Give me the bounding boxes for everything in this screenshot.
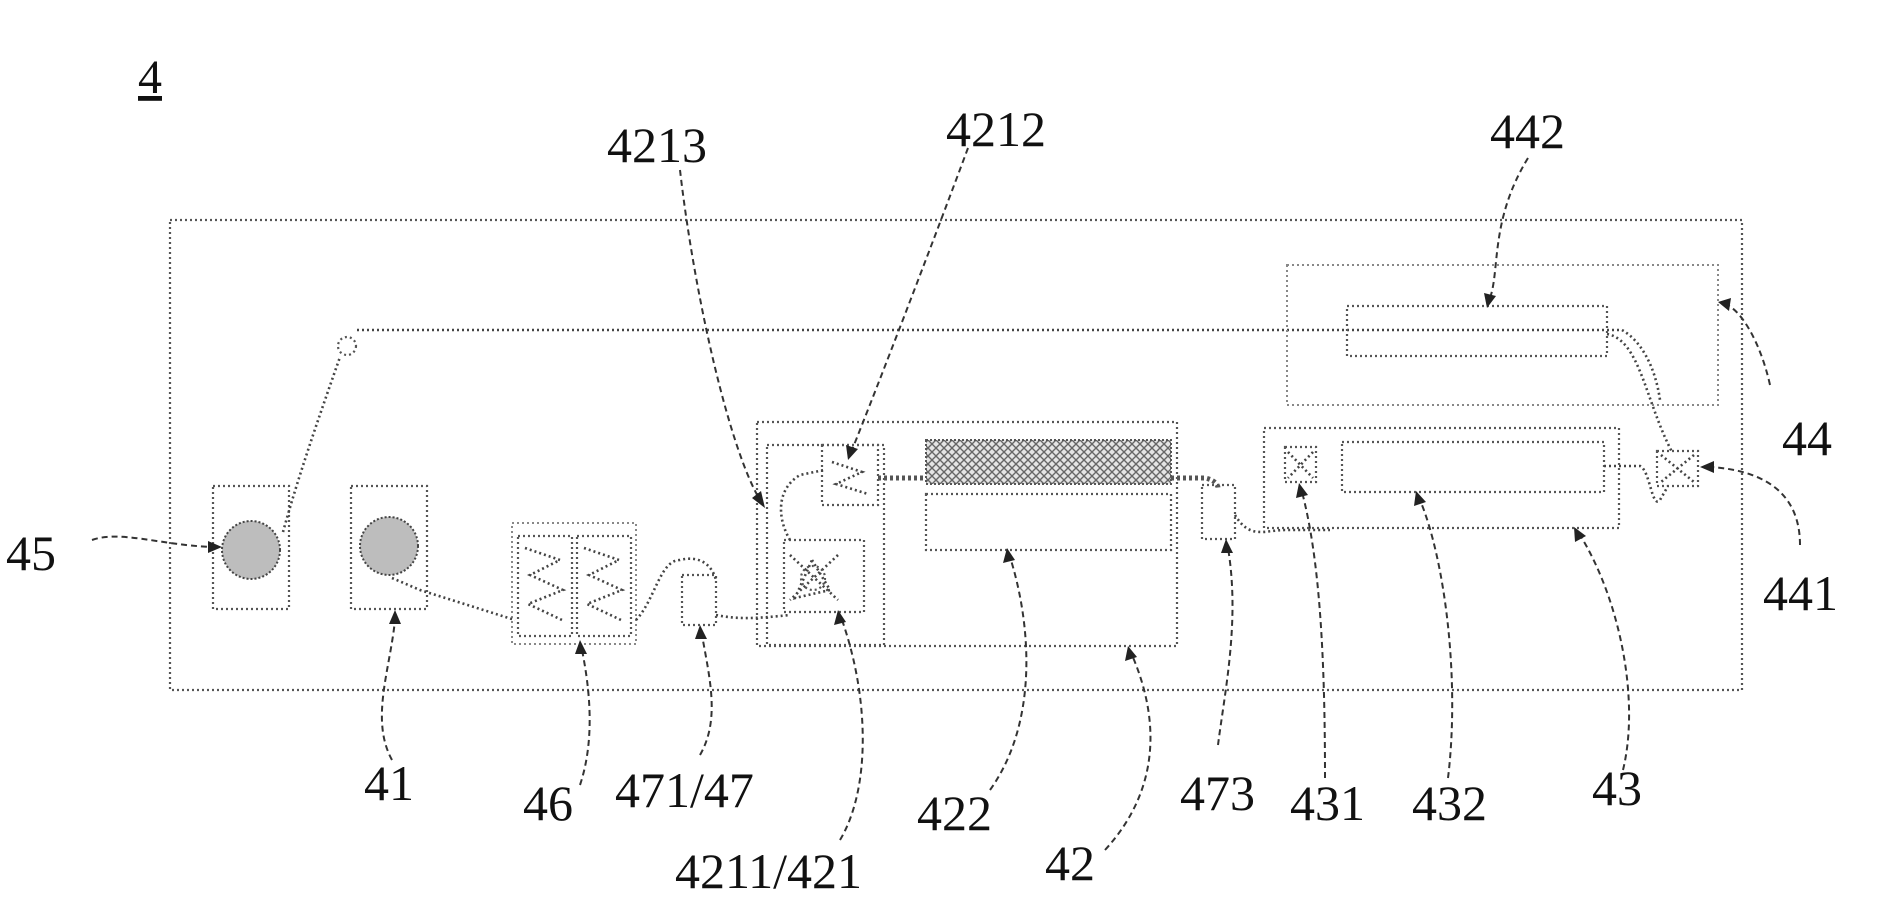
arrowhead-45 — [208, 541, 222, 553]
wire-473-43 — [1235, 515, 1330, 532]
wire-432-441 — [1604, 466, 1668, 502]
leader-42 — [1105, 655, 1150, 850]
arrowhead-41 — [389, 610, 401, 624]
wire-442-441 — [1607, 334, 1672, 452]
leader-431 — [1302, 492, 1325, 778]
component-473 — [1202, 485, 1235, 539]
wire-471-4211 — [716, 615, 790, 618]
label-473: 473 — [1180, 765, 1255, 821]
component-45-circle — [222, 521, 280, 579]
component-45 — [213, 486, 289, 609]
component-46 — [512, 523, 636, 644]
leader-44 — [1727, 305, 1770, 385]
component-46-left-cell — [518, 536, 572, 636]
label-43: 43 — [1592, 760, 1642, 816]
label-41: 41 — [364, 755, 414, 811]
component-41-circle — [360, 517, 418, 575]
component-46-right-coil — [584, 548, 622, 620]
component-46-right-cell — [577, 536, 631, 636]
arrowhead-431 — [1296, 483, 1308, 498]
component-43-frame — [1264, 428, 1619, 528]
label-42: 42 — [1045, 835, 1095, 891]
label-4211-421: 4211/421 — [675, 843, 862, 898]
label-441: 441 — [1763, 565, 1838, 621]
component-4212-coil — [832, 462, 868, 494]
arrowhead-442 — [1484, 293, 1496, 308]
leader-45 — [92, 537, 212, 547]
component-441-cross — [1661, 455, 1694, 482]
label-471-47: 471/47 — [615, 762, 754, 818]
leader-43 — [1580, 535, 1629, 770]
arrowhead-422 — [1003, 548, 1015, 563]
leader-442 — [1490, 158, 1528, 298]
arrowhead-43 — [1574, 527, 1586, 542]
label-44: 44 — [1782, 410, 1832, 466]
wire-top-loop — [357, 330, 1660, 400]
arrowhead-471 — [695, 625, 707, 639]
arrowhead-473 — [1221, 539, 1233, 553]
figure-number: 4 — [138, 51, 162, 104]
component-43 — [1264, 428, 1619, 528]
component-471 — [682, 575, 716, 625]
label-431: 431 — [1290, 775, 1365, 831]
label-422: 422 — [917, 785, 992, 841]
leader-441 — [1710, 467, 1800, 545]
arrowhead-432 — [1414, 491, 1426, 506]
wire-45-up — [283, 357, 340, 532]
arrowhead-46 — [575, 640, 587, 654]
label-442: 442 — [1490, 103, 1565, 159]
component-422 — [926, 494, 1171, 550]
component-4211-coil — [790, 555, 838, 600]
wire-4211-4212 — [781, 470, 824, 540]
wire-41-46 — [392, 578, 515, 620]
arrowhead-4212 — [846, 445, 858, 460]
wire-45-node — [338, 337, 356, 355]
leader-471 — [700, 635, 712, 755]
component-41 — [351, 486, 427, 609]
leader-46 — [580, 650, 590, 785]
wire-46-471 — [636, 559, 716, 620]
component-421-frame — [767, 445, 884, 645]
label-4213: 4213 — [607, 117, 707, 173]
component-46-left-coil — [525, 548, 563, 620]
arrowhead-441 — [1700, 461, 1714, 473]
leader-473 — [1218, 548, 1233, 745]
component-44-frame — [1287, 265, 1718, 405]
label-46: 46 — [523, 775, 573, 831]
label-4212: 4212 — [946, 101, 1046, 157]
label-45: 45 — [6, 525, 56, 581]
leader-4211 — [840, 620, 863, 840]
component-432 — [1342, 442, 1604, 492]
label-432: 432 — [1412, 775, 1487, 831]
leader-432 — [1420, 500, 1452, 778]
leader-422 — [990, 557, 1026, 790]
component-422-hatched-strip — [926, 440, 1171, 484]
arrowhead-42 — [1125, 646, 1137, 661]
component-42 — [757, 422, 1177, 646]
component-4211 — [784, 540, 864, 612]
component-46-frame — [512, 523, 636, 644]
component-431-cross — [1288, 452, 1313, 478]
arrowhead-4213 — [752, 491, 765, 508]
arrowhead-44 — [1718, 298, 1731, 311]
leader-4212 — [852, 148, 968, 450]
